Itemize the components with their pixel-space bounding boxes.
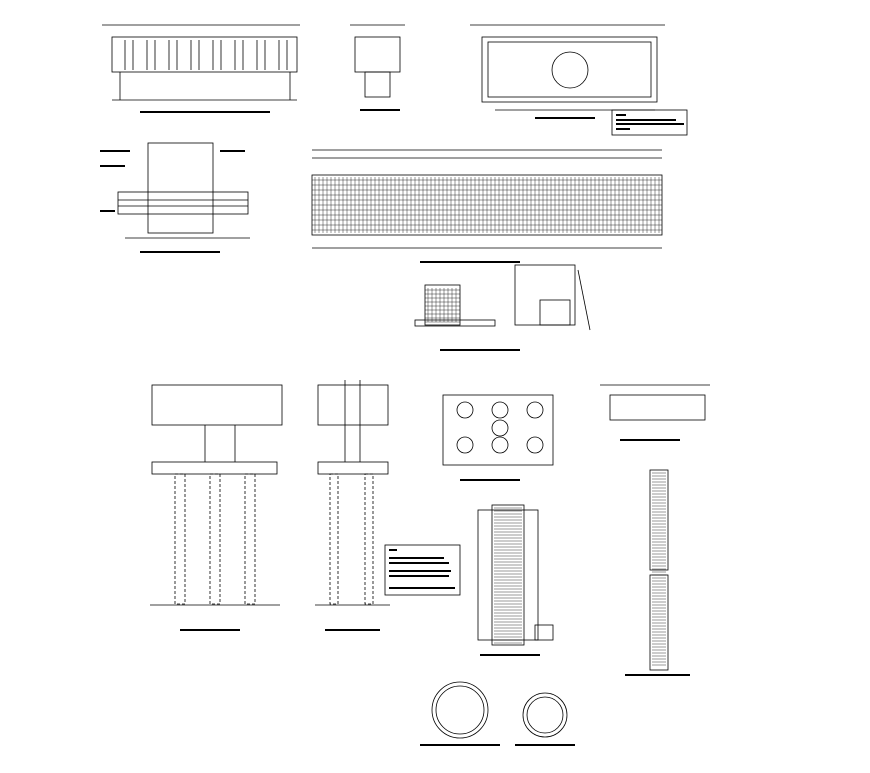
top-elevation-1 (102, 24, 300, 113)
long-reinforcement-elevation (311, 149, 663, 263)
pile-circle (456, 436, 474, 454)
top-plan-right (470, 24, 665, 119)
pier-elevation-2 (315, 380, 390, 631)
detail-small-1 (414, 284, 520, 351)
note-box-1 (611, 109, 688, 136)
pile-circle (491, 401, 509, 419)
column-section (477, 504, 554, 656)
pier-elevation-1 (150, 384, 283, 631)
pile-cap-plan (442, 394, 554, 481)
top-section-small (350, 24, 405, 111)
note-box-2 (384, 544, 461, 596)
cap-detail-right (600, 384, 710, 441)
section-left-mid (100, 142, 250, 253)
pile-circle (491, 436, 509, 454)
circular-section-2 (515, 692, 575, 746)
pile-elevation-right (625, 469, 690, 676)
circular-section-1 (420, 681, 500, 746)
pile-circle (526, 436, 544, 454)
pile-circle (526, 401, 544, 419)
pile-circle (491, 419, 509, 437)
pile-circle (456, 401, 474, 419)
detail-small-2 (514, 264, 591, 331)
